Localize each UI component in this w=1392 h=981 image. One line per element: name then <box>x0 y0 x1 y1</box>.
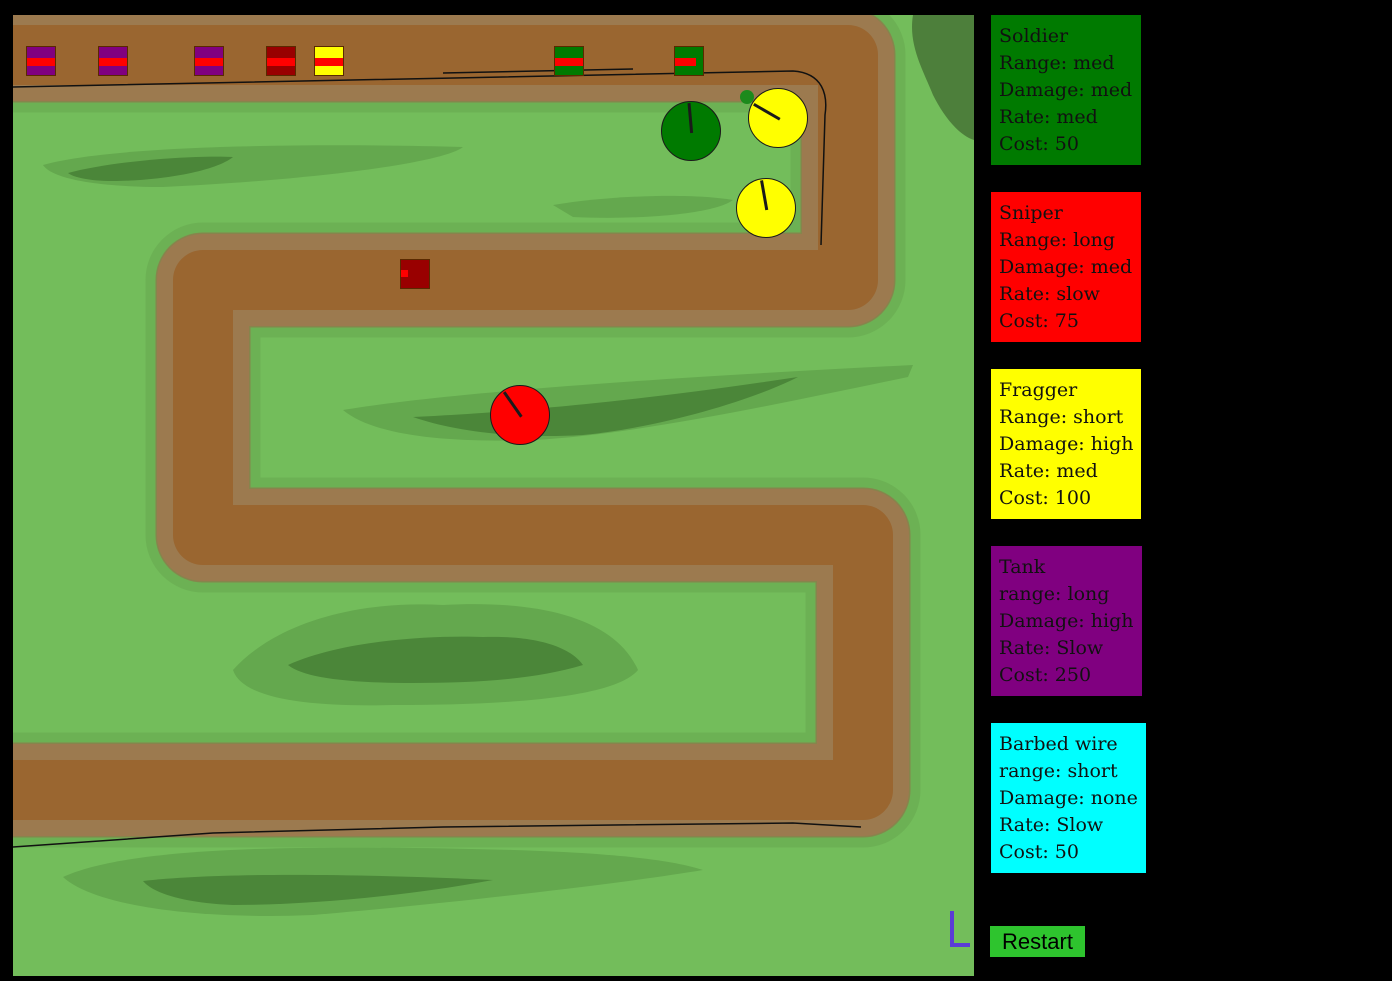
tower-card-cost: Cost: 250 <box>999 664 1092 686</box>
enemy-health-bar <box>315 58 343 66</box>
enemy-unit[interactable] <box>266 46 296 76</box>
enemy-health-bar <box>555 58 583 66</box>
tower-card-rate: Rate: med <box>999 106 1098 128</box>
enemy-health-bar <box>675 58 696 66</box>
placed-tower-sniper[interactable] <box>490 385 550 445</box>
tower-card-damage: Damage: high <box>999 433 1134 455</box>
tower-card-rate: Rate: med <box>999 460 1098 482</box>
tower-barrel <box>760 180 769 211</box>
tower-card-range: Range: med <box>999 52 1115 74</box>
tower-card-name: Sniper <box>999 202 1063 224</box>
tower-card-rate: Rate: Slow <box>999 637 1104 659</box>
corner-marker-icon <box>950 911 970 947</box>
tower-card-name: Fragger <box>999 379 1078 401</box>
placed-tower-fragger[interactable] <box>748 88 808 148</box>
tower-card-range: Range: short <box>999 406 1124 428</box>
restart-button[interactable]: Restart <box>990 926 1085 957</box>
tower-card-cost: Cost: 50 <box>999 133 1079 155</box>
tower-card-name: Soldier <box>999 25 1069 47</box>
enemy-health-bar <box>99 58 127 66</box>
enemy-unit[interactable] <box>554 46 584 76</box>
tower-card-rate: Rate: Slow <box>999 814 1104 836</box>
tower-card-range: range: long <box>999 583 1110 605</box>
placed-tower-fragger[interactable] <box>736 178 796 238</box>
tower-card-range: Range: long <box>999 229 1116 251</box>
tower-card-damage: Damage: med <box>999 79 1133 101</box>
tower-barrel <box>753 102 781 121</box>
enemy-health-bar <box>267 58 295 66</box>
tower-card-range: range: short <box>999 760 1118 782</box>
tower-card-cost: Cost: 100 <box>999 487 1092 509</box>
tower-card-damage: Damage: high <box>999 610 1134 632</box>
enemy-unit[interactable] <box>98 46 128 76</box>
placed-tower-soldier[interactable] <box>661 101 721 161</box>
tower-card-rate: Rate: slow <box>999 283 1100 305</box>
tower-barrel <box>502 391 523 418</box>
projectile <box>740 90 754 104</box>
tower-card-cost: Cost: 50 <box>999 841 1079 863</box>
game-map[interactable] <box>13 15 974 976</box>
enemy-health-bar <box>195 58 223 66</box>
tower-card-cost: Cost: 75 <box>999 310 1079 332</box>
tower-card-damage: Damage: none <box>999 787 1138 809</box>
tower-barrel <box>687 102 694 134</box>
enemy-unit[interactable] <box>674 46 704 76</box>
terrain <box>13 15 974 916</box>
tower-card-name: Barbed wire <box>999 733 1118 755</box>
enemy-unit[interactable] <box>400 259 430 289</box>
tower-card-name: Tank <box>999 556 1046 578</box>
enemy-unit[interactable] <box>194 46 224 76</box>
enemy-health-bar <box>27 58 55 66</box>
enemy-health-bar <box>401 270 408 277</box>
enemy-unit[interactable] <box>26 46 56 76</box>
enemy-unit[interactable] <box>314 46 344 76</box>
tower-card-damage: Damage: med <box>999 256 1133 278</box>
